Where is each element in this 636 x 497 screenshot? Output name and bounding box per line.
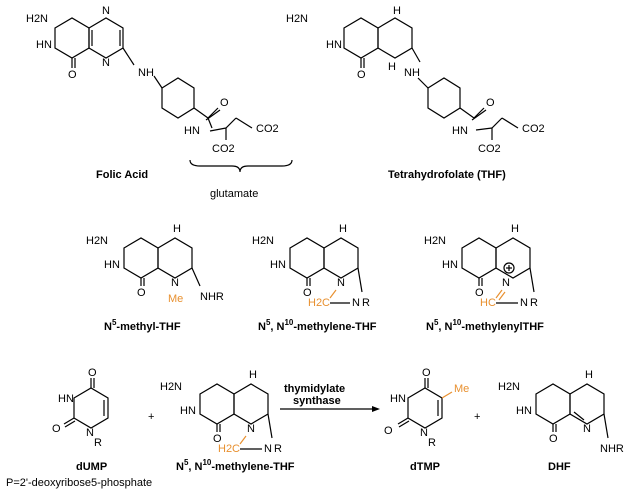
thf-caption: Tetrahydrofolate (THF) (388, 169, 506, 181)
amino-label: H2N (252, 235, 274, 247)
folic-acid-structure: H2N HN O N N NH O HN CO2 CO2 Folic Acid … (26, 5, 293, 200)
carbonyl-o-label: O (220, 97, 229, 109)
oxo-label: O (422, 367, 431, 379)
carboxylate-label: CO2 (522, 123, 545, 135)
carboxylate-label: CO2 (478, 143, 501, 155)
nh-label: HN (180, 405, 196, 417)
methyl-label: Me (454, 383, 469, 395)
oxo-label: O (384, 425, 393, 437)
amino-label: H2N (86, 235, 108, 247)
n5-n10-methylene-thf-bottom-structure: H2N HN O H N H2C N R N5, N10-methylene-T… (160, 369, 295, 473)
methylene-label: H2C (308, 297, 330, 309)
n5-label: N (247, 423, 255, 435)
plus-sign: + (474, 411, 480, 423)
ribose-r-label: R (94, 437, 102, 449)
oxo-label: O (549, 433, 558, 445)
nh-label: HN (36, 39, 52, 51)
ring-h-label: H (393, 5, 401, 17)
nh-label: HN (104, 259, 120, 271)
n5-label: N (171, 277, 179, 289)
r-label: R (362, 297, 370, 309)
oxo-label: O (357, 69, 366, 81)
dump-structure: O HN O N R dUMP P=2'-deoxyribose5-phosph… (6, 367, 152, 489)
ring-h-label: H (388, 61, 396, 73)
oxo-label: O (303, 287, 312, 299)
dtmp-caption: dTMP (410, 461, 440, 473)
oxo-label: O (52, 423, 61, 435)
amino-label: H2N (160, 381, 182, 393)
n5-n10-methylene-caption: N5, N10-methylene-THF (258, 318, 377, 333)
methyl-label: Me (168, 293, 183, 305)
methenyl-label: HC (480, 297, 496, 309)
nh-label: HN (390, 393, 406, 405)
r-label: R (530, 297, 538, 309)
nh-label: HN (516, 405, 532, 417)
amide-nh-label: HN (184, 125, 200, 137)
amino-label: H2N (286, 13, 308, 25)
ring-n-label: N (102, 57, 110, 69)
n5-methyl-caption-n: N5-methyl-THF (104, 318, 181, 333)
n5-n10-methylene-bottom-caption: N5, N10-methylene-THF (176, 458, 295, 473)
nh-label: HN (442, 259, 458, 271)
n5-label: N (337, 277, 345, 289)
n5-n10-methylenyl-thf-structure: H2N HN O H N HC N R N5, N10-methylenylTH… (424, 223, 544, 333)
ring-h-label: H (585, 369, 593, 381)
n5-methyl-thf-structure: H2N HN O H N Me NHR N5-methyl-THF (86, 223, 224, 333)
nh-linker-label: NH (404, 67, 420, 79)
nr-label: N (352, 297, 360, 309)
carbonyl-o-label: O (486, 97, 495, 109)
amide-nh-label: HN (452, 125, 468, 137)
r-label: R (274, 443, 282, 455)
thf-structure: H2N HN O H H NH O HN CO2 CO2 Tetrahydrof… (286, 5, 545, 181)
oxo-label: O (213, 433, 222, 445)
nr-label: N (264, 443, 272, 455)
oxo-label: O (88, 367, 97, 379)
nr-label: N (520, 297, 528, 309)
enzyme-label-line1: thymidylate (284, 383, 345, 395)
positive-charge-icon (503, 262, 515, 274)
ribose-r-label: R (428, 437, 436, 449)
nh-linker-label: NH (138, 67, 154, 79)
nh-label: HN (270, 259, 286, 271)
n1-label: N (420, 427, 428, 439)
nh-label: HN (326, 39, 342, 51)
plus-sign: + (148, 411, 154, 423)
ring-n-label: N (583, 423, 591, 435)
n5-label: N (502, 277, 510, 289)
carboxylate-label: CO2 (256, 123, 279, 135)
ring-h-label: H (173, 223, 181, 235)
oxo-label: O (475, 287, 484, 299)
ring-h-label: H (339, 223, 347, 235)
ring-h-label: H (511, 223, 519, 235)
glutamate-caption: glutamate (210, 188, 258, 200)
n1-label: N (86, 427, 94, 439)
nhr-label: NHR (200, 291, 224, 303)
amino-label: H2N (26, 13, 48, 25)
n5-n10-methylenyl-caption: N5, N10-methylenylTHF (426, 318, 544, 333)
nhr-label: NHR (600, 443, 624, 455)
dhf-structure: H2N HN O H N NHR DHF (498, 369, 624, 473)
dump-caption: dUMP (76, 461, 107, 473)
ring-n-label: N (102, 5, 110, 17)
folic-acid-caption: Folic Acid (96, 169, 148, 181)
dtmp-structure: O Me HN O N R dTMP (384, 367, 469, 473)
amino-label: H2N (498, 381, 520, 393)
dhf-caption: DHF (548, 461, 571, 473)
p-definition: P=2'-deoxyribose5-phosphate (6, 477, 152, 489)
glutamate-brace (189, 159, 293, 173)
nh-label: HN (58, 393, 74, 405)
methylene-label: H2C (218, 443, 240, 455)
amino-label: H2N (424, 235, 446, 247)
ring-h-label: H (249, 369, 257, 381)
carboxylate-label: CO2 (212, 143, 235, 155)
enzyme-label-line2: synthase (293, 395, 341, 407)
reaction-arrow: thymidylate synthase (280, 383, 380, 412)
oxo-label: O (68, 69, 77, 81)
n5-n10-methylene-thf-structure: H2N HN O H N H2C N R N5, N10-methylene-T… (252, 223, 377, 333)
oxo-label: O (137, 287, 146, 299)
